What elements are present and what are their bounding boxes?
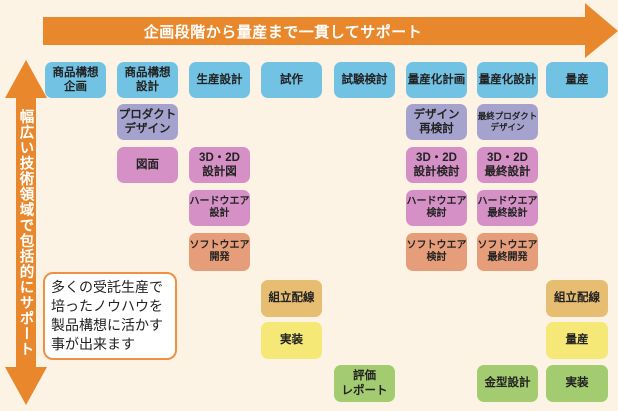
note-bubble: 多くの受託生産で 培ったノウハウを 製品構想に活かす 事が出来ます xyxy=(43,272,177,360)
box-product-concept-planning: 商品構想 企画 xyxy=(45,62,106,98)
box-product-concept-design: 商品構想 設計 xyxy=(117,62,178,98)
arrow-right-icon xyxy=(585,3,618,58)
box-hardware-review: ハードウエア 検討 xyxy=(406,190,467,226)
box-production-design: 生産設計 xyxy=(189,62,250,98)
top-arrow-label: 企画段階から量産まで一貫してサポート xyxy=(143,23,423,41)
box-final-product-design: 最終プロダクト デザイン xyxy=(477,104,538,140)
arrow-down-icon xyxy=(5,367,47,405)
left-support-arrow: 幅広い技術領域で包括的にサポート xyxy=(5,60,47,405)
box-design-review: デザイン 再検討 xyxy=(406,104,467,140)
box-evaluation-report: 評価 レポート xyxy=(334,365,395,402)
box-3d2d-design-drawing: 3D・2D 設計図 xyxy=(189,147,250,183)
box-hardware-final-design: ハードウエア 最終設計 xyxy=(477,190,538,226)
left-arrow-label: 幅広い技術領域で包括的にサポート xyxy=(17,108,34,357)
top-support-arrow: 企画段階から量産まで一貫してサポート xyxy=(43,3,618,58)
box-mold-design: 金型設計 xyxy=(477,365,538,402)
box-product-design: プロダクト デザイン xyxy=(117,104,178,140)
box-drawing: 図面 xyxy=(117,147,178,183)
box-assembly-wiring-prototype: 組立配線 xyxy=(261,280,322,317)
box-test-review: 試験検討 xyxy=(334,62,395,98)
box-software-final-development: ソフトウエア 最終開発 xyxy=(477,233,538,271)
box-3d2d-design-review: 3D・2D 設計検討 xyxy=(406,147,467,183)
box-mass-production: 量産 xyxy=(546,62,608,98)
arrow-up-icon xyxy=(5,60,47,98)
box-software-review: ソフトウエア 検討 xyxy=(406,233,467,271)
left-arrow-bar xyxy=(16,94,36,371)
box-mass-production-run: 量産 xyxy=(546,322,608,359)
top-arrow-bar xyxy=(43,17,586,45)
box-mounting-mass: 実装 xyxy=(546,365,608,402)
box-mounting-prototype: 実装 xyxy=(261,322,322,359)
box-mass-production-planning: 量産化計画 xyxy=(406,62,467,98)
box-software-development: ソフトウエア 開発 xyxy=(189,233,250,271)
box-prototype: 試作 xyxy=(261,62,322,98)
box-hardware-design: ハードウエア 設計 xyxy=(189,190,250,226)
box-assembly-wiring-mass: 組立配線 xyxy=(546,280,608,317)
box-3d2d-final-design: 3D・2D 最終設計 xyxy=(477,147,538,183)
box-mass-production-design: 量産化設計 xyxy=(477,62,538,98)
